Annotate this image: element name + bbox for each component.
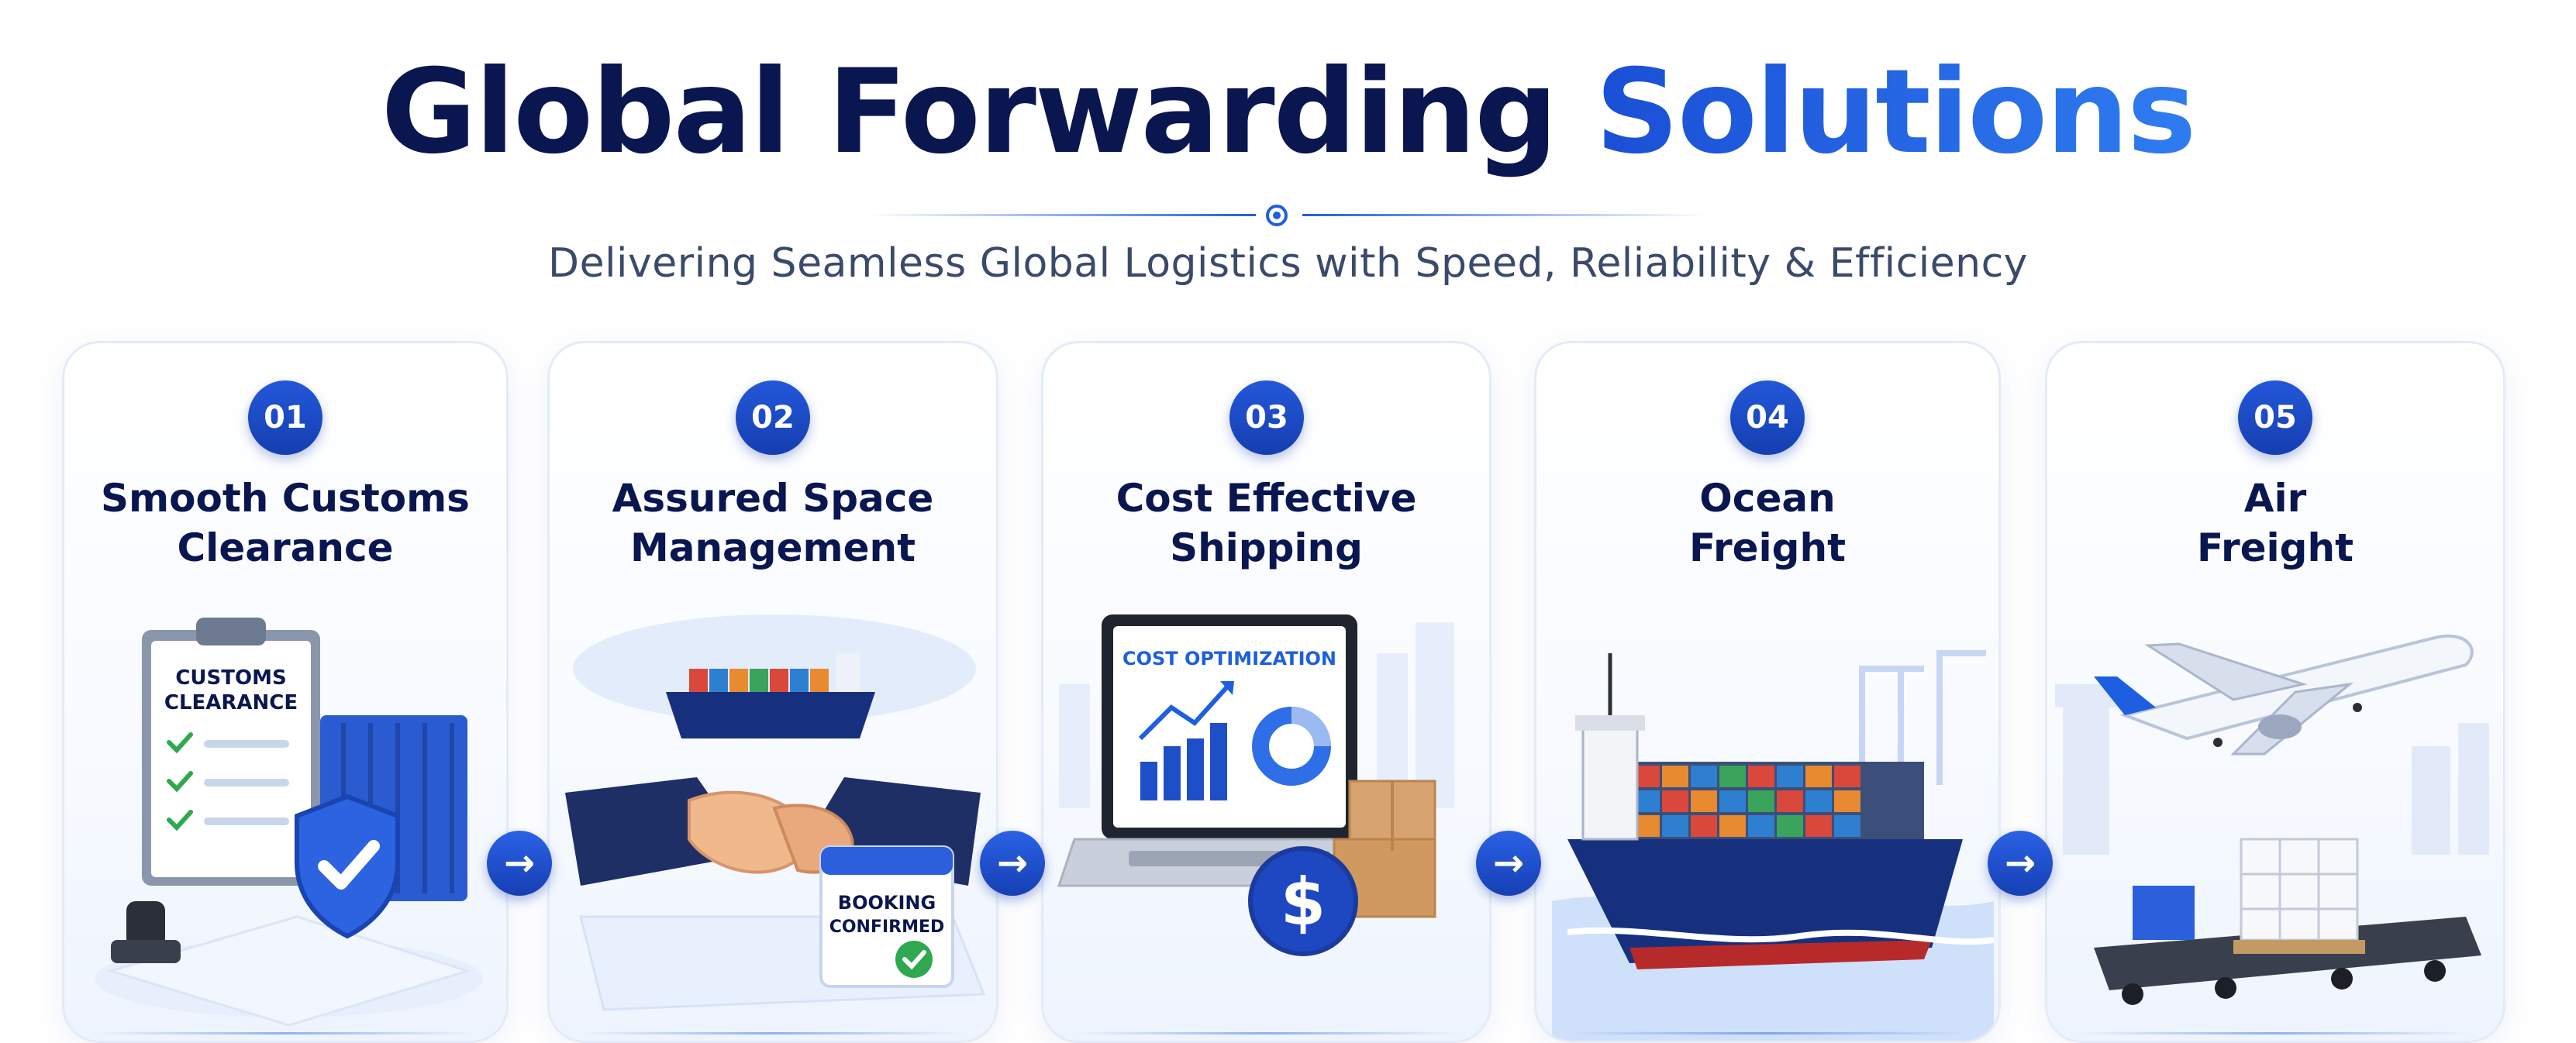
page-title: Global Forwarding Solutions <box>0 31 2576 194</box>
arrow-right-icon: → <box>1476 831 1541 896</box>
card-number-badge: 03 <box>1229 380 1304 455</box>
arrow-right-icon: → <box>980 831 1045 896</box>
airplane-icon <box>2047 607 2503 1041</box>
card-cost-effective-shipping[interactable]: 03 Cost Effective Shipping COST OPTIMIZA… <box>1041 341 1491 1043</box>
card-air-freight[interactable]: 05 Air Freight <box>2045 341 2505 1043</box>
arrow-right-icon: → <box>1988 831 2053 896</box>
card-number-badge: 05 <box>2238 380 2312 455</box>
cargo-ship-icon <box>1536 607 1998 1041</box>
card-space-management[interactable]: 02 Assured Space Management BOOKING CONF… <box>547 341 998 1043</box>
title-part-blue: Solutions <box>1595 45 2197 180</box>
card-title: Ocean Freight <box>1689 476 1846 570</box>
header: Global Forwarding Solutions <box>0 31 2576 194</box>
illustration-label: COST OPTIMIZATION <box>1122 648 1336 670</box>
page-subtitle: Delivering Seamless Global Logistics wit… <box>548 240 2028 287</box>
card-ocean-freight[interactable]: 04 Ocean Freight <box>1534 341 2001 1043</box>
clipboard-shield-icon: CUSTOMS CLEARANCE <box>64 607 506 1041</box>
card-number-badge: 01 <box>248 380 322 455</box>
card-number-badge: 02 <box>736 380 810 455</box>
card-title: Assured Space Management <box>612 476 934 570</box>
card-title: Air Freight <box>2197 476 2354 570</box>
card-number-badge: 04 <box>1730 380 1805 455</box>
illustration-label: CLEARANCE <box>164 691 298 714</box>
card-title: Smooth Customs Clearance <box>101 476 470 570</box>
laptop-chart-icon: COST OPTIMIZATION $ <box>1043 607 1489 1041</box>
title-divider <box>0 203 2576 226</box>
illustration-label: BOOKING <box>838 892 936 914</box>
divider-dot-icon <box>1266 205 1288 226</box>
handshake-ship-icon: BOOKING CONFIRMED <box>550 607 996 1041</box>
illustration-label: CUSTOMS <box>175 666 286 690</box>
svg-text:$: $ <box>1281 864 1326 940</box>
title-part-dark: Global Forwarding <box>381 45 1558 180</box>
arrow-right-icon: → <box>487 831 552 896</box>
card-title: Cost Effective Shipping <box>1116 476 1417 570</box>
illustration-label: CONFIRMED <box>829 917 945 937</box>
card-customs-clearance[interactable]: 01 Smooth Customs Clearance CUSTOMS CLEA… <box>62 341 509 1043</box>
